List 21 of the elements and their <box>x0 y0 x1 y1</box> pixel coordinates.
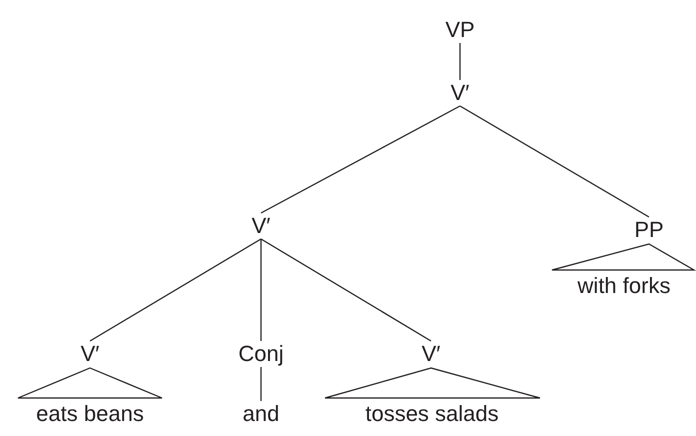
triangle-branch <box>17 367 163 399</box>
category-label: V′ <box>448 81 472 105</box>
branch-line <box>260 367 262 401</box>
category-label: V′ <box>250 214 272 238</box>
triangle-branch <box>324 367 541 399</box>
branch-line <box>90 238 262 342</box>
category-label: VP <box>443 18 477 42</box>
branch-line <box>260 238 432 342</box>
branch-line <box>460 105 650 218</box>
leaf-phrase: and <box>240 402 282 426</box>
branch-line <box>459 43 461 80</box>
branch-line <box>260 105 460 214</box>
category-label: PP <box>632 218 666 242</box>
category-label: Conj <box>236 342 286 366</box>
branch-line <box>260 239 262 341</box>
leaf-phrase: eats beans <box>34 402 146 426</box>
category-label: V′ <box>420 342 442 366</box>
triangle-branch <box>551 243 696 271</box>
category-label: V′ <box>78 342 102 366</box>
leaf-phrase: tosses salads <box>363 402 501 426</box>
leaf-phrase: with forks <box>576 274 672 298</box>
